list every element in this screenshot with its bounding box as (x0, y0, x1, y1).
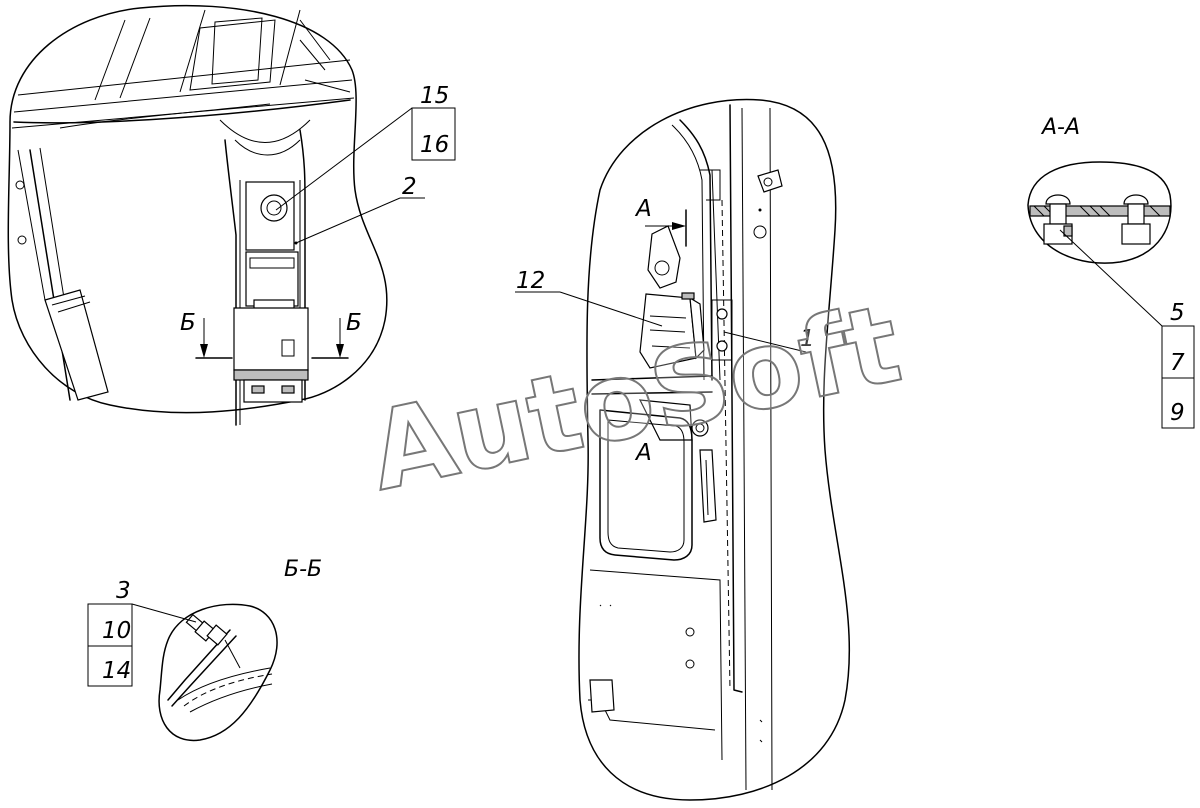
section-arrow-a-label: А (634, 196, 652, 222)
callout-label-5: 5 (1170, 300, 1185, 326)
section-bb-title: Б-Б (284, 557, 322, 582)
callout-label-1: 1 (800, 326, 815, 352)
callout-label-2: 2 (402, 174, 417, 200)
callout-3-10-14: 3 10 14 (87, 578, 197, 687)
callout-label-12: 12 (516, 268, 545, 294)
main-view-center (578, 98, 851, 801)
callout-1: 1 (723, 326, 815, 353)
section-mark-b-right: Б (346, 310, 362, 336)
section-mark-b-left: Б (180, 310, 196, 336)
section-aa: А-А (1027, 115, 1172, 264)
callout-label-15: 15 (420, 83, 449, 109)
callout-12: 12 (515, 268, 663, 327)
callout-label-3: 3 (116, 578, 131, 604)
callout-label-7: 7 (1170, 350, 1185, 376)
section-arrow-a: А (634, 196, 687, 247)
section-mark-b: Б Б (180, 310, 362, 359)
detail-view-top-left (7, 4, 388, 426)
callout-label-16: 16 (420, 132, 449, 158)
callout-label-9: 9 (1170, 400, 1185, 426)
callout-label-14: 14 (102, 658, 131, 684)
section-aa-title: А-А (1040, 115, 1080, 140)
callout-15-16: 15 16 (275, 83, 456, 211)
callout-5-7-9: 5 7 9 (1059, 229, 1195, 429)
section-bb: Б-Б (158, 557, 322, 742)
callout-label-10: 10 (102, 618, 131, 644)
view-label-a: А (634, 440, 652, 466)
callout-2: 2 (295, 174, 425, 244)
